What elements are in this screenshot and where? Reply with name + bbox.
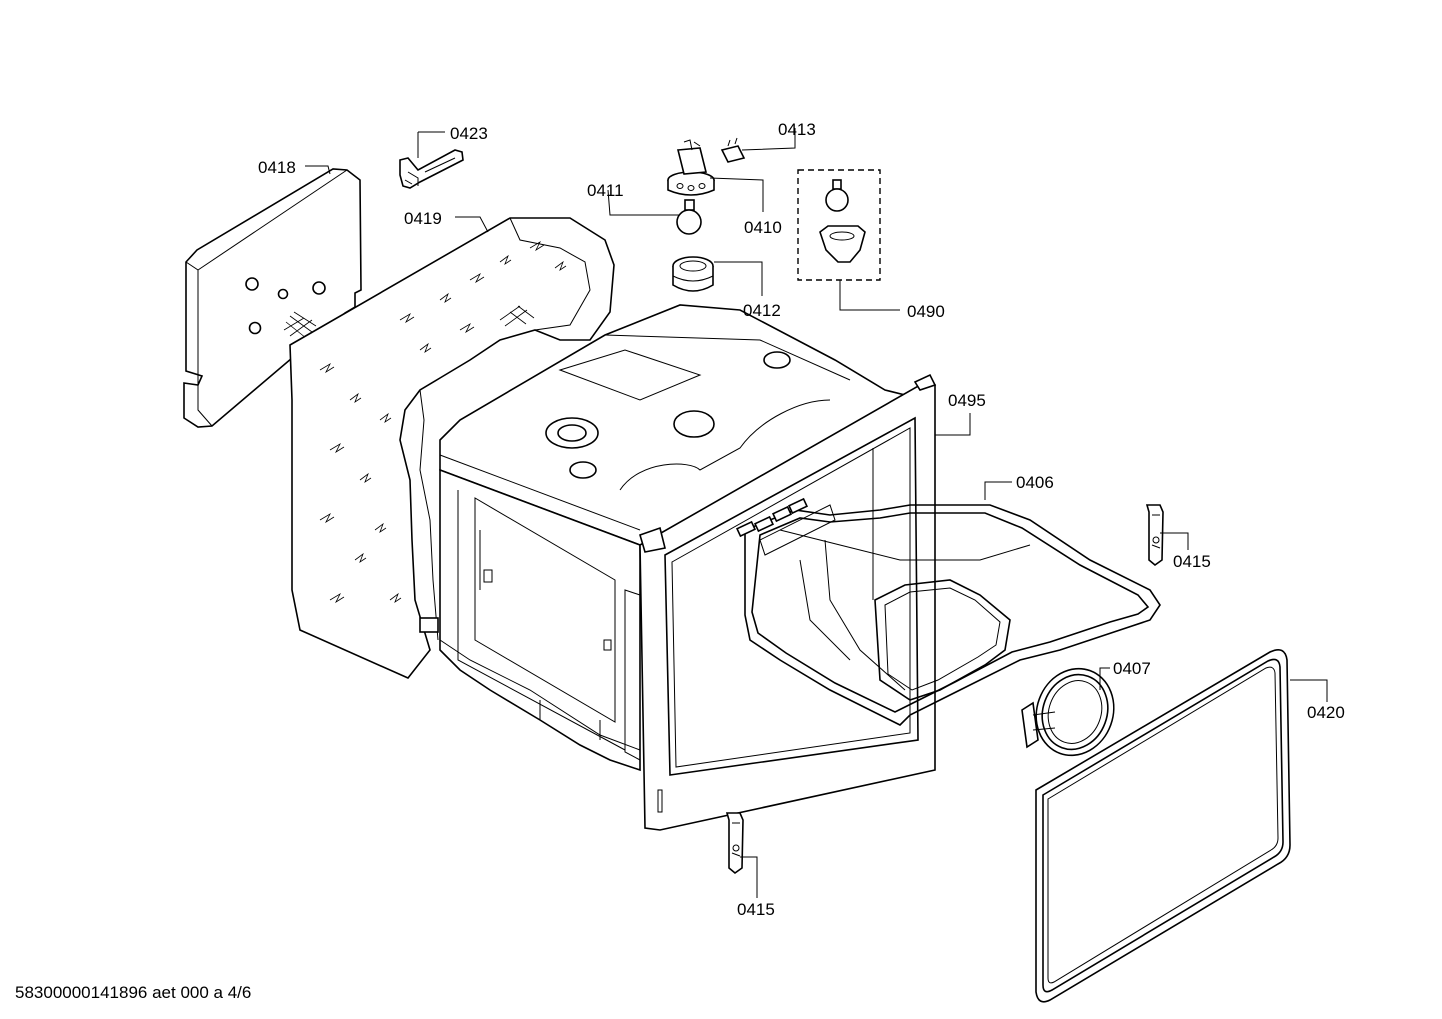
- leader-lines: [305, 128, 1328, 898]
- part-label-0411: 0411: [587, 181, 624, 200]
- circular-element-0407[interactable]: [1021, 658, 1126, 767]
- part-label-0419: 0419: [404, 209, 442, 228]
- part-label-0410: 0410: [744, 218, 782, 237]
- part-labels: 0423 0413 0418 0411 0419 0410 0412 0490 …: [258, 120, 1345, 919]
- part-label-0495: 0495: [948, 391, 986, 410]
- clip-0423[interactable]: [399, 149, 464, 189]
- front-frame-0495[interactable]: [639, 373, 937, 831]
- part-label-0420: 0420: [1307, 703, 1345, 722]
- part-label-0413: 0413: [778, 120, 816, 139]
- lamp-holder-0410[interactable]: [667, 139, 715, 196]
- element-terminals: [735, 497, 836, 556]
- lamp-ring-0412[interactable]: [672, 256, 714, 292]
- part-label-0406: 0406: [1016, 473, 1054, 492]
- oven-cavity: [419, 304, 906, 772]
- bracket-0415-upper[interactable]: [1145, 504, 1164, 567]
- bracket-0415-lower[interactable]: [725, 812, 744, 875]
- lamp-bulb-0411[interactable]: [676, 199, 702, 235]
- part-label-0415-lower: 0415: [737, 900, 775, 919]
- lamp-kit-0490[interactable]: [797, 169, 881, 281]
- part-label-0412: 0412: [743, 301, 781, 320]
- part-label-0490: 0490: [907, 302, 945, 321]
- document-code: 58300000141896 aet 000 a 4/6: [15, 983, 251, 1002]
- door-seal-0420[interactable]: [1035, 649, 1291, 1003]
- part-label-0415-upper: 0415: [1173, 552, 1211, 571]
- part-label-0423: 0423: [450, 124, 488, 143]
- clip-0413[interactable]: [720, 137, 746, 163]
- insulation-wrap-0419[interactable]: [289, 217, 615, 679]
- part-label-0418: 0418: [258, 158, 296, 177]
- part-label-0407: 0407: [1113, 659, 1151, 678]
- grill-element-0406[interactable]: [735, 497, 1161, 726]
